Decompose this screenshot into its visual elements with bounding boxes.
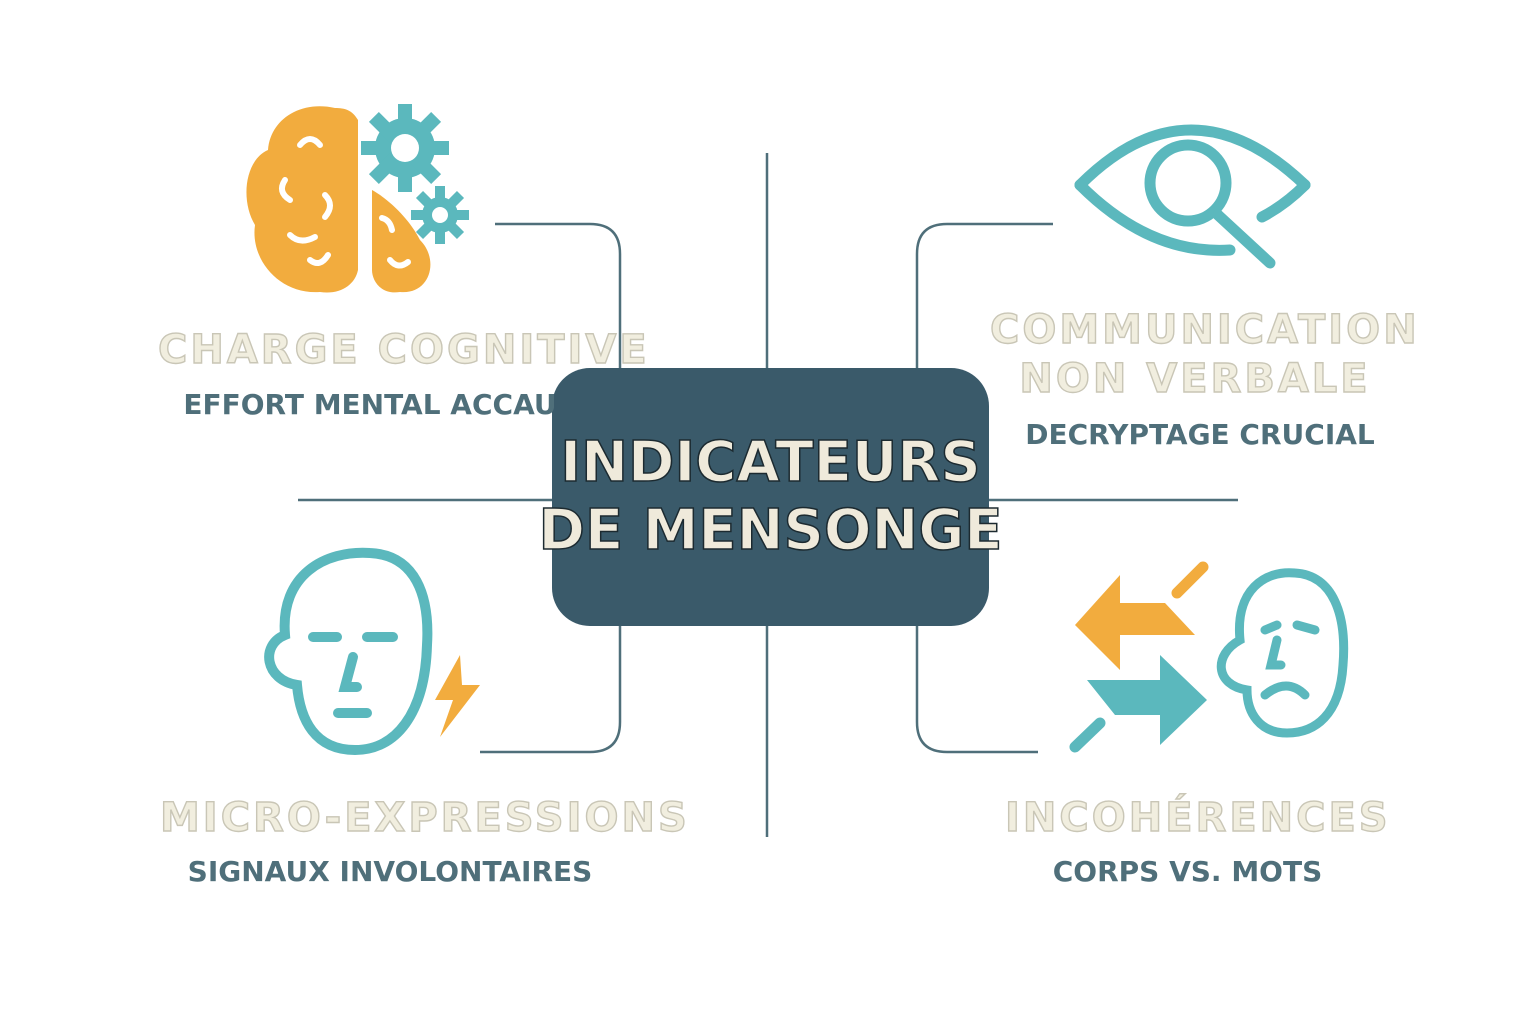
subtitle-signaux: SIGNAUX INVOLONTAIRES [187, 855, 593, 888]
title-incoherences: INCOHÉRENCES [1004, 794, 1391, 841]
subtitle-corps-vs-mots: CORPS VS. MOTS [1052, 855, 1323, 888]
title-non-verbale: NON VERBALE [1019, 355, 1371, 402]
center-title-line2: DE MENSONGE [538, 497, 1004, 564]
title-communication: COMMUNICATION [989, 306, 1420, 353]
title-micro-expressions: MICRO-EXPRESSIONS [159, 794, 690, 841]
subtitle-decryptage: DECRYPTAGE CRUCIAL [1025, 418, 1375, 451]
title-charge-cognitive: CHARGE COGNITIVE [157, 326, 650, 373]
arrows-sad-face-icon [1069, 561, 1349, 753]
brain-gears-icon [246, 104, 469, 293]
center-title-line1: INDICATEURS [560, 429, 982, 496]
subtitle-effort-mental: EFFORT MENTAL ACCAU [183, 388, 557, 421]
eye-magnifier-icon [1074, 124, 1311, 269]
central-node: INDICATEURS DE MENSONGE [538, 368, 1003, 626]
face-lightning-icon [264, 547, 480, 756]
